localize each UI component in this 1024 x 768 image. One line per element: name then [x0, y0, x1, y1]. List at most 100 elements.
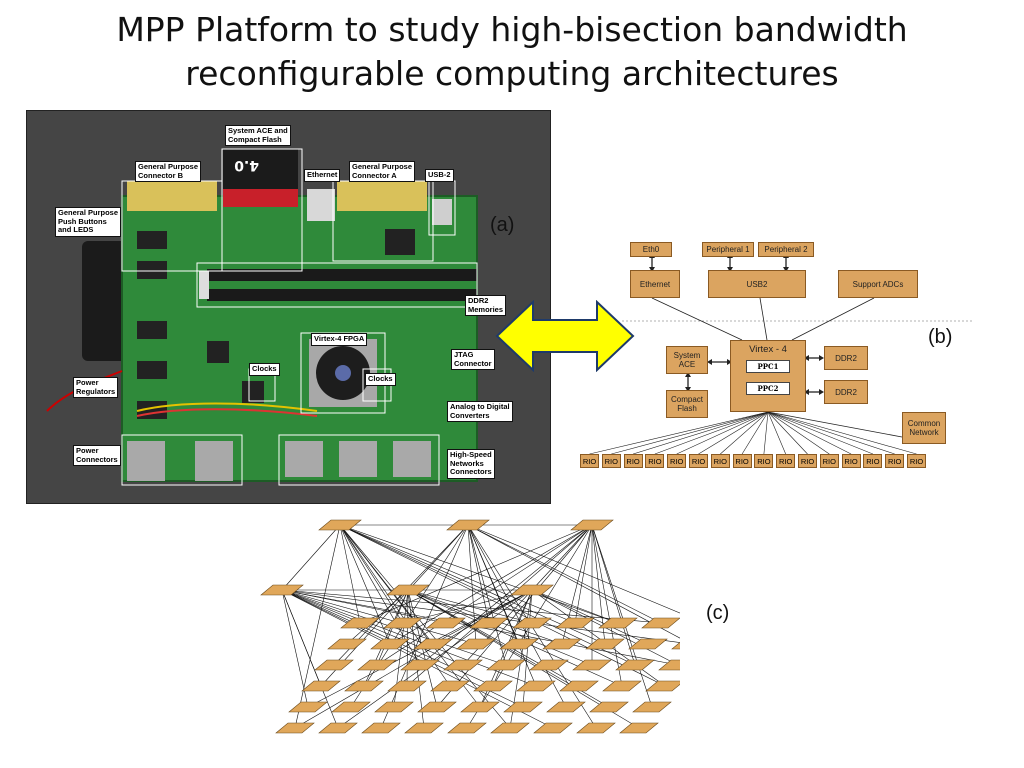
topology-link — [467, 524, 680, 614]
board-photo: 4.0 — [26, 110, 551, 504]
grid-node — [340, 617, 380, 629]
grid-node — [447, 722, 487, 734]
label-gp-push-buttons: General Purpose Push Buttons and LEDS — [55, 207, 122, 237]
grid-node — [546, 701, 586, 713]
usb2-box: USB2 — [708, 270, 806, 298]
topology-link — [363, 589, 409, 687]
grid-node — [486, 659, 526, 671]
grid-node — [615, 659, 655, 671]
grid-node — [456, 638, 496, 650]
topology-link — [467, 524, 567, 708]
topology-link — [339, 524, 511, 729]
rio-box: RIO — [841, 454, 861, 468]
grid-node — [499, 638, 539, 650]
svg-text:4.0: 4.0 — [234, 157, 259, 173]
topology-link — [407, 589, 533, 624]
grid-node — [370, 638, 410, 650]
topology-link — [406, 589, 409, 687]
rio-link — [767, 411, 917, 455]
rio-box: RIO — [623, 454, 643, 468]
grid-node — [576, 722, 616, 734]
grid-node — [559, 680, 599, 692]
topology-link — [337, 589, 533, 729]
grid-node — [516, 680, 556, 692]
rio-box: RIO — [645, 454, 665, 468]
rio-link — [654, 411, 769, 455]
support-adcs-box: Support ADCs — [838, 270, 918, 298]
topology-link — [350, 524, 469, 708]
topology-link — [531, 589, 649, 645]
topology-link — [407, 589, 563, 645]
hub-node — [260, 584, 304, 596]
grid-node — [361, 722, 401, 734]
topology-link — [574, 524, 593, 624]
rio-box: RIO — [580, 454, 599, 468]
ppc2-box: PPC2 — [746, 382, 790, 395]
panel-label-b: (b) — [928, 326, 953, 348]
rio-box: RIO — [601, 454, 621, 468]
grid-node — [400, 659, 440, 671]
hub-node — [570, 519, 614, 531]
peripheral2-box: Peripheral 2 — [758, 242, 814, 257]
grid-node — [542, 638, 582, 650]
grid-node — [585, 638, 625, 650]
rio-link — [698, 411, 769, 455]
eth0-box: Eth0 — [630, 242, 672, 257]
topology-link — [591, 524, 606, 645]
grid-node — [572, 659, 612, 671]
title-line-2: reconfigurable computing architectures — [185, 54, 839, 93]
hub-node — [446, 519, 490, 531]
hub-node — [510, 584, 554, 596]
title-line-1: MPP Platform to study high-bisection ban… — [116, 10, 908, 49]
topology-link — [432, 589, 533, 645]
grid-node — [413, 638, 453, 650]
rio-box: RIO — [710, 454, 730, 468]
rio-link — [589, 411, 769, 455]
topology-link — [339, 524, 451, 687]
rio-link — [767, 411, 786, 455]
label-clocks-left: Clocks — [249, 363, 280, 376]
grid-node — [288, 701, 328, 713]
hub-node — [318, 519, 362, 531]
panel-label-a: (a) — [490, 214, 515, 236]
slide-title: MPP Platform to study high-bisection ban… — [0, 8, 1024, 96]
rio-link — [767, 411, 895, 455]
topology-link — [406, 524, 593, 687]
topology-link — [339, 524, 404, 624]
topology-link — [281, 589, 464, 666]
topology-link — [281, 589, 680, 643]
topology-link — [531, 589, 619, 624]
topology-link — [407, 589, 593, 666]
topology-link — [320, 524, 469, 687]
topology-link — [531, 589, 666, 687]
label-ddr2-memories: DDR2 Memories — [465, 295, 507, 316]
label-ethernet: Ethernet — [304, 169, 341, 182]
topology-link — [389, 524, 593, 645]
topology-link — [281, 524, 341, 591]
topology-link — [339, 524, 619, 624]
topology-link — [339, 524, 576, 624]
label-usb2: USB-2 — [425, 169, 454, 182]
network-topology — [260, 519, 680, 734]
topology-link — [346, 589, 409, 645]
rio-box: RIO — [732, 454, 752, 468]
grid-node — [589, 701, 629, 713]
topology-link — [467, 524, 520, 645]
topology-link — [339, 524, 434, 645]
label-analog-digital: Analog to Digital Converters — [447, 401, 513, 422]
rio-link — [676, 411, 769, 455]
rio-box: RIO — [689, 454, 708, 468]
topology-link — [281, 589, 322, 687]
grid-node — [632, 701, 672, 713]
grid-node — [383, 617, 423, 629]
grid-node — [417, 701, 457, 713]
rio-box: RIO — [819, 454, 839, 468]
topology-link — [359, 524, 593, 624]
rio-box: RIO — [776, 454, 796, 468]
label-power-connectors: Power Connectors — [73, 445, 121, 466]
topology-link — [591, 524, 623, 687]
virtex4-box: Virtex - 4 — [730, 340, 806, 412]
grid-node — [426, 617, 466, 629]
common-network-box: Common Network — [902, 412, 946, 444]
topology-link — [462, 589, 533, 666]
